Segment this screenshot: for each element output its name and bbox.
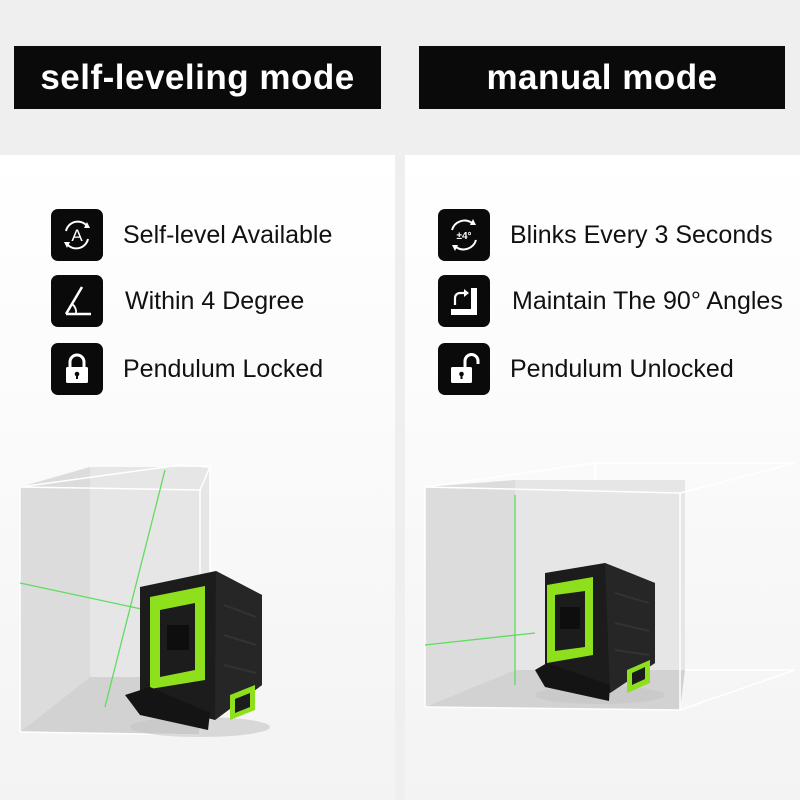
manual-mode-banner: manual mode [419,46,785,109]
feature-blinks: ±4° Blinks Every 3 Seconds [438,209,773,261]
laser-cube-scene-manual [424,462,796,711]
angle-icon [51,275,103,327]
feature-label: Blinks Every 3 Seconds [510,220,773,249]
feature-within-4-degree: Within 4 Degree [51,275,304,327]
plus-minus-4-icon: ±4° [438,209,490,261]
self-leveling-panel: A Self-level Available Within 4 Degree P… [0,155,395,800]
feature-label: Within 4 Degree [125,286,305,315]
laser-cube-scene-self-leveling [19,464,270,737]
feature-label: Self-level Available [123,220,333,249]
feature-label: Pendulum Unlocked [510,354,734,383]
feature-label: Maintain The 90° Angles [512,286,783,315]
right-angle-arrow-icon [438,275,490,327]
feature-self-level: A Self-level Available [51,209,332,261]
lock-open-icon [438,343,490,395]
lock-closed-icon [51,343,103,395]
feature-pendulum-locked: Pendulum Locked [51,343,323,395]
cube-left-face [20,467,90,732]
laser-level-device [125,571,270,737]
feature-pendulum-unlocked: Pendulum Unlocked [438,343,734,395]
laser-level-device [535,563,665,704]
feature-label: Pendulum Locked [123,354,324,383]
cube-edges [424,462,796,711]
svg-text:A: A [71,226,83,245]
feature-90-angles: Maintain The 90° Angles [438,275,783,327]
svg-text:±4°: ±4° [456,231,471,242]
manual-panel: ±4° Blinks Every 3 Seconds Maintain The … [405,155,800,800]
self-leveling-mode-banner: self-leveling mode [14,46,381,109]
cube-left-face [425,480,515,707]
laser-lines [424,495,536,685]
auto-level-icon: A [51,209,103,261]
